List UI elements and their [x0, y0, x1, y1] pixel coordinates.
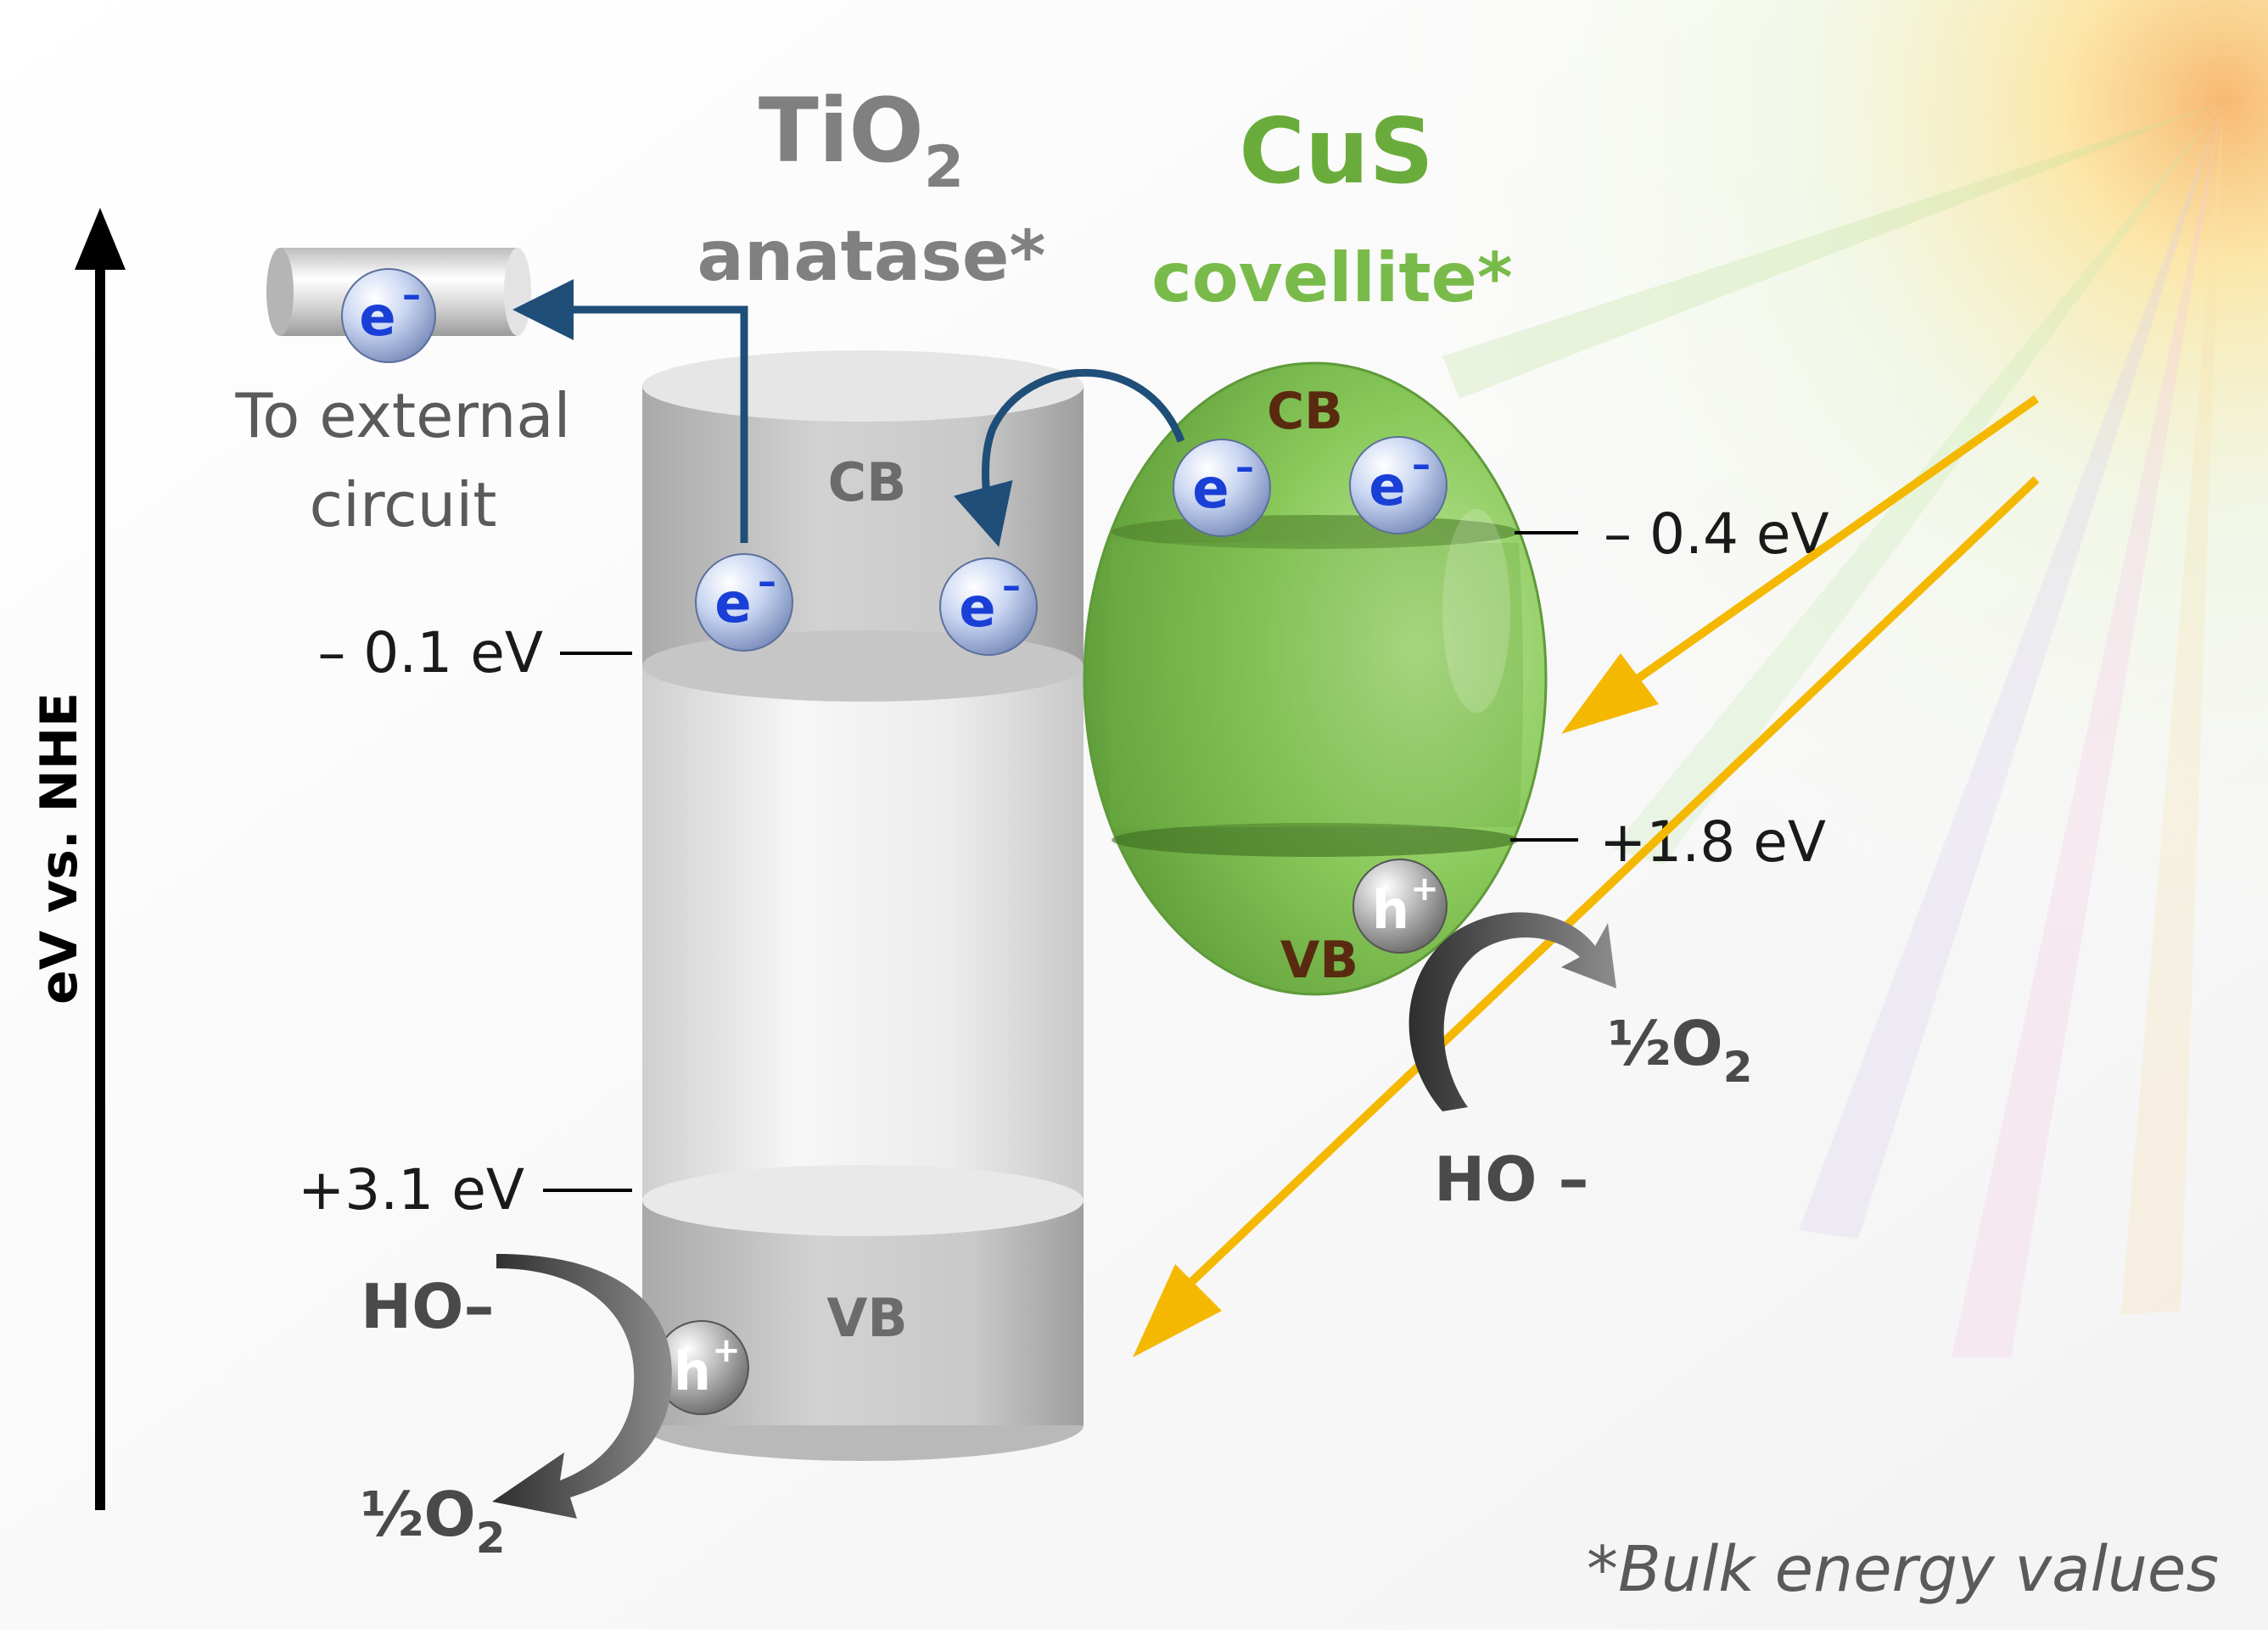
svg-text:h: h — [1372, 879, 1409, 941]
electron-wire: e – — [341, 268, 436, 363]
svg-text:e: e — [1192, 458, 1229, 521]
tio2-phase: anatase* — [697, 216, 1046, 297]
tio2-top — [642, 350, 1084, 422]
electron-tio2-cb-left: e – — [695, 553, 793, 652]
tio2-vb-level: +3.1 eV — [298, 1157, 632, 1223]
electron-tio2-cb-right: e – — [939, 557, 1038, 656]
cus-vb-edge — [1112, 823, 1519, 857]
tio2-vb-top — [642, 1165, 1084, 1236]
svg-text:e: e — [1369, 456, 1405, 518]
cus-title: CuS covellite* — [1151, 99, 1512, 317]
svg-text:–: – — [758, 560, 776, 603]
footnote: *Bulk energy values — [1587, 1533, 2219, 1606]
svg-text:–: – — [1412, 443, 1431, 486]
cus-ellipsoid — [1083, 361, 1548, 996]
tio2-vb-energy: +3.1 eV — [298, 1157, 524, 1223]
cus-phase: covellite* — [1151, 238, 1512, 317]
cus-oxidation-arrow — [1408, 912, 1616, 1111]
svg-text:e: e — [959, 577, 995, 640]
axis-arrowhead — [75, 208, 126, 270]
tio2-oxidation-arrow — [492, 1254, 672, 1519]
svg-text:h: h — [674, 1340, 711, 1402]
tio2-vb-label: VB — [826, 1287, 907, 1349]
tio2-cb-energy: – 0.1 eV — [317, 620, 543, 685]
cus-cb-level: – 0.4 eV — [1515, 501, 1829, 567]
tio2-product: ½O2 — [361, 1479, 506, 1563]
electron-injection-arrow — [953, 368, 1185, 547]
svg-text:+: + — [1410, 870, 1439, 909]
svg-text:–: – — [1002, 564, 1021, 607]
cus-product: ½O2 — [1608, 1008, 1753, 1092]
sun-rays — [1442, 102, 2223, 1357]
electron-cus-cb-right: e – — [1349, 436, 1448, 534]
tio2-cb-level: – 0.1 eV — [317, 620, 632, 685]
svg-text:–: – — [402, 273, 421, 316]
tio2-reactant: HO– — [361, 1271, 494, 1342]
electron-cus-cb-left: e – — [1173, 439, 1271, 537]
svg-text:TiO2: TiO2 — [759, 79, 964, 201]
electron-to-circuit-arrow — [512, 279, 748, 543]
light-arrow-upper — [1561, 395, 2039, 734]
hole-tio2-vb: h + — [654, 1320, 749, 1415]
cus-cb-energy: – 0.4 eV — [1604, 501, 1829, 567]
cus-vb-label: VB — [1280, 931, 1358, 990]
tio2-formula: TiO — [759, 79, 924, 182]
cus-cb-label: CB — [1267, 382, 1343, 441]
cus-reactant: HO – — [1434, 1144, 1589, 1215]
svg-text:+: + — [712, 1331, 741, 1370]
light-arrow-lower — [1133, 476, 2040, 1357]
hole-cus-vb: h + — [1352, 859, 1448, 954]
circuit-label-line1: To external — [235, 380, 571, 451]
cus-formula: CuS — [1239, 99, 1434, 204]
svg-text:e: e — [714, 573, 751, 635]
svg-text:e: e — [359, 286, 395, 349]
svg-text:–: – — [1235, 445, 1254, 489]
axis-label: eV vs. NHE — [30, 692, 89, 1004]
energy-axis: eV vs. NHE — [30, 208, 126, 1510]
tio2-title: TiO2 anatase* — [697, 79, 1046, 297]
tio2-cb-label: CB — [828, 451, 907, 513]
circuit-label-line2: circuit — [309, 469, 496, 540]
tio2-subscript: 2 — [924, 134, 964, 201]
